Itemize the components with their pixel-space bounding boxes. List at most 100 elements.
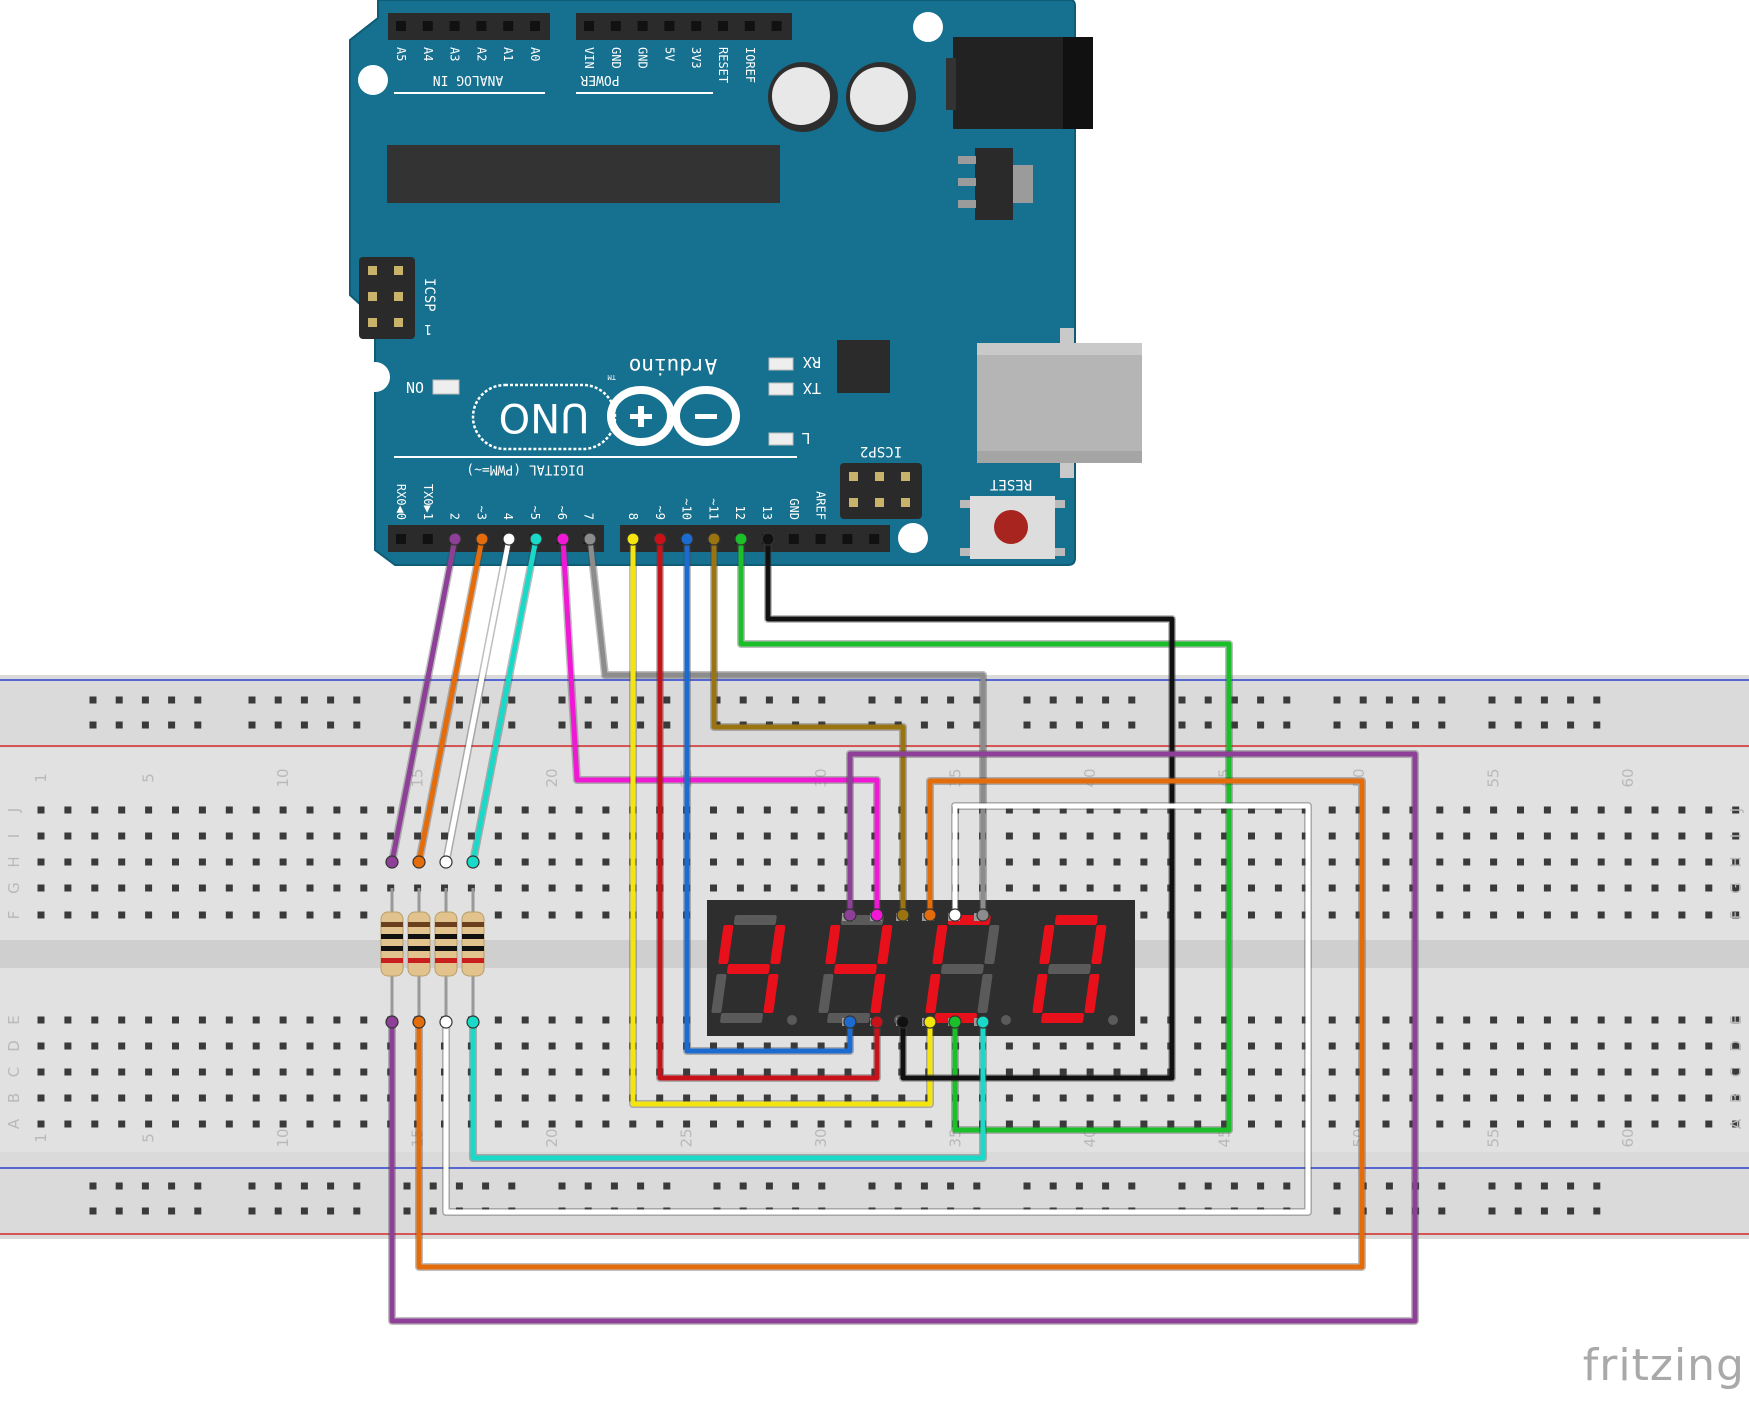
breadboard-hole[interactable] bbox=[1490, 806, 1498, 814]
breadboard-hole[interactable] bbox=[1032, 1120, 1040, 1128]
wire-endpoint[interactable] bbox=[412, 855, 426, 869]
breadboard-hole[interactable] bbox=[1732, 1094, 1740, 1102]
rail-hole[interactable] bbox=[973, 1182, 981, 1190]
breadboard-hole[interactable] bbox=[1570, 1094, 1578, 1102]
rail-hole[interactable] bbox=[894, 1182, 902, 1190]
breadboard-hole[interactable] bbox=[494, 911, 502, 919]
wire-endpoint[interactable] bbox=[439, 855, 453, 869]
rail-hole[interactable] bbox=[300, 1207, 308, 1215]
breadboard-hole[interactable] bbox=[333, 1042, 341, 1050]
rail-hole[interactable] bbox=[920, 721, 928, 729]
breadboard-hole[interactable] bbox=[1624, 911, 1632, 919]
rail-hole[interactable] bbox=[1204, 1182, 1212, 1190]
rail-hole[interactable] bbox=[1438, 721, 1446, 729]
rail-hole[interactable] bbox=[765, 696, 773, 704]
rail-hole[interactable] bbox=[1257, 721, 1265, 729]
breadboard-hole[interactable] bbox=[252, 1068, 260, 1076]
breadboard-hole[interactable] bbox=[602, 1120, 610, 1128]
rail-hole[interactable] bbox=[115, 696, 123, 704]
breadboard-hole[interactable] bbox=[521, 884, 529, 892]
wire-endpoint[interactable] bbox=[466, 1015, 480, 1029]
breadboard-hole[interactable] bbox=[1543, 1068, 1551, 1076]
breadboard-hole[interactable] bbox=[1382, 806, 1390, 814]
breadboard-hole[interactable] bbox=[306, 1016, 314, 1024]
breadboard-hole[interactable] bbox=[1274, 1042, 1282, 1050]
breadboard-hole[interactable] bbox=[1624, 1094, 1632, 1102]
breadboard-hole[interactable] bbox=[494, 1094, 502, 1102]
header-pin[interactable] bbox=[503, 21, 514, 31]
breadboard-hole[interactable] bbox=[1059, 806, 1067, 814]
wire-pin11[interactable] bbox=[711, 539, 906, 915]
breadboard-hole[interactable] bbox=[1328, 1042, 1336, 1050]
breadboard-hole[interactable] bbox=[467, 832, 475, 840]
breadboard-hole[interactable] bbox=[1005, 1094, 1013, 1102]
breadboard-hole[interactable] bbox=[1221, 806, 1229, 814]
breadboard-hole[interactable] bbox=[1086, 1042, 1094, 1050]
breadboard-hole[interactable] bbox=[1543, 884, 1551, 892]
breadboard-hole[interactable] bbox=[629, 1120, 637, 1128]
rail-hole[interactable] bbox=[584, 696, 592, 704]
breadboard-hole[interactable] bbox=[1194, 1016, 1202, 1024]
breadboard-hole[interactable] bbox=[1624, 806, 1632, 814]
breadboard-hole[interactable] bbox=[1732, 832, 1740, 840]
rail-hole[interactable] bbox=[1412, 721, 1420, 729]
breadboard-hole[interactable] bbox=[1597, 1068, 1605, 1076]
breadboard-hole[interactable] bbox=[871, 1120, 879, 1128]
breadboard-hole[interactable] bbox=[575, 1016, 583, 1024]
breadboard-hole[interactable] bbox=[333, 832, 341, 840]
breadboard-hole[interactable] bbox=[1248, 806, 1255, 814]
breadboard-hole[interactable] bbox=[1463, 1094, 1471, 1102]
breadboard-hole[interactable] bbox=[1463, 832, 1471, 840]
breadboard-hole[interactable] bbox=[1651, 1120, 1659, 1128]
rail-hole[interactable] bbox=[1567, 1182, 1575, 1190]
breadboard-hole[interactable] bbox=[602, 1068, 610, 1076]
breadboard-hole[interactable] bbox=[172, 1068, 179, 1076]
rail-hole[interactable] bbox=[482, 696, 490, 704]
breadboard-hole[interactable] bbox=[763, 1120, 771, 1128]
breadboard-hole[interactable] bbox=[91, 884, 99, 892]
breadboard-hole[interactable] bbox=[1301, 806, 1309, 814]
icsp2-pin[interactable] bbox=[875, 472, 884, 481]
rail-hole[interactable] bbox=[920, 1182, 928, 1190]
rail-hole[interactable] bbox=[1204, 696, 1212, 704]
breadboard-hole[interactable] bbox=[1355, 1016, 1363, 1024]
rail-hole[interactable] bbox=[1102, 721, 1110, 729]
breadboard-hole[interactable] bbox=[1032, 1068, 1040, 1076]
breadboard-hole[interactable] bbox=[360, 1042, 368, 1050]
rail-hole[interactable] bbox=[1102, 1182, 1110, 1190]
breadboard-hole[interactable] bbox=[710, 858, 717, 866]
breadboard-hole[interactable] bbox=[1678, 858, 1686, 866]
breadboard-hole[interactable] bbox=[1517, 1094, 1524, 1102]
breadboard-hole[interactable] bbox=[360, 858, 368, 866]
breadboard-hole[interactable] bbox=[279, 1042, 287, 1050]
rail-hole[interactable] bbox=[558, 696, 566, 704]
breadboard-hole[interactable] bbox=[548, 1120, 556, 1128]
breadboard-hole[interactable] bbox=[790, 1120, 798, 1128]
rail-hole[interactable] bbox=[947, 1182, 955, 1190]
icsp2-pin[interactable] bbox=[849, 472, 858, 481]
breadboard-hole[interactable] bbox=[279, 884, 287, 892]
breadboard-hole[interactable] bbox=[1705, 858, 1713, 866]
breadboard-hole[interactable] bbox=[548, 884, 556, 892]
rail-hole[interactable] bbox=[194, 1182, 202, 1190]
rail-hole[interactable] bbox=[1075, 1182, 1083, 1190]
breadboard-hole[interactable] bbox=[1651, 1016, 1659, 1024]
rail-hole[interactable] bbox=[455, 696, 463, 704]
rail-hole[interactable] bbox=[610, 1182, 618, 1190]
breadboard-hole[interactable] bbox=[1543, 806, 1551, 814]
rail-hole[interactable] bbox=[558, 1182, 566, 1190]
breadboard-hole[interactable] bbox=[360, 1094, 368, 1102]
rail-hole[interactable] bbox=[89, 1182, 97, 1190]
breadboard-hole[interactable] bbox=[1490, 858, 1498, 866]
breadboard-hole[interactable] bbox=[790, 1094, 798, 1102]
breadboard-hole[interactable] bbox=[1086, 832, 1094, 840]
breadboard-hole[interactable] bbox=[1194, 806, 1202, 814]
breadboard-hole[interactable] bbox=[252, 806, 260, 814]
breadboard-hole[interactable] bbox=[1248, 911, 1255, 919]
rail-hole[interactable] bbox=[1438, 1182, 1446, 1190]
rail-hole[interactable] bbox=[792, 1182, 800, 1190]
rail-hole[interactable] bbox=[455, 721, 463, 729]
breadboard-hole[interactable] bbox=[575, 806, 583, 814]
breadboard-hole[interactable] bbox=[1032, 1094, 1040, 1102]
breadboard-hole[interactable] bbox=[1651, 806, 1659, 814]
